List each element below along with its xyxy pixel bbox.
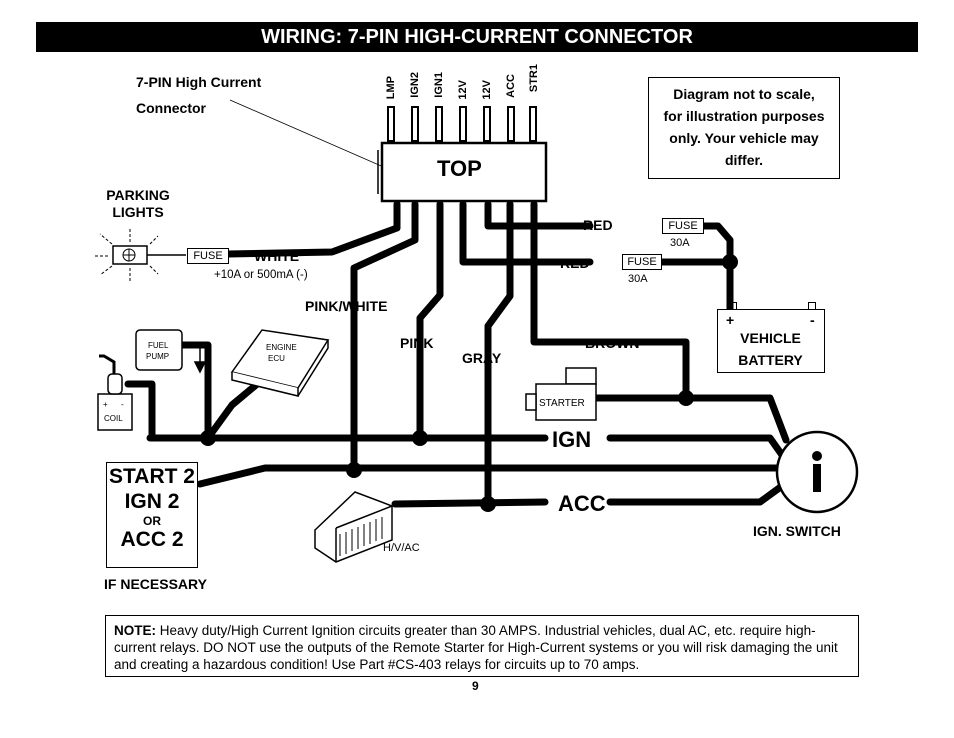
- coil-wire: [124, 380, 156, 442]
- pin-label-12v-1: 12V: [457, 80, 469, 100]
- acc-circuit-label: ACC: [558, 491, 606, 516]
- vehicle-battery: + - VEHICLE BATTERY: [717, 309, 825, 373]
- red-wire-label-1: RED: [583, 217, 613, 233]
- pink-white-wire-label: PINK/WHITE: [305, 298, 388, 314]
- connector-leader-line: [229, 99, 387, 169]
- white-wire-rating: +10A or 500mA (-): [214, 269, 308, 281]
- starter-label: STARTER: [539, 398, 585, 409]
- battery-line2: BATTERY: [738, 352, 803, 368]
- starter-wire: [592, 394, 790, 444]
- start-bus: [196, 464, 786, 488]
- fuse-to-battery-1: [698, 222, 734, 314]
- connector-top-label: TOP: [437, 156, 482, 181]
- disclaimer-line2: for illustration purposes: [663, 108, 825, 124]
- pin-label-12v-2: 12V: [481, 80, 493, 100]
- coil-icon: [97, 354, 133, 431]
- hvac-unit-icon: [314, 491, 393, 563]
- starter-icon: [525, 367, 597, 421]
- pin-label-ign1: IGN1: [433, 72, 445, 98]
- battery-fuse-1: FUSE: [662, 218, 704, 234]
- gray-wire-label: GRAY: [462, 350, 502, 366]
- ign-circuit-label: IGN: [552, 427, 592, 452]
- coil-plus: +: [103, 400, 108, 409]
- pin-label-ign2: IGN2: [409, 72, 421, 98]
- pink-wire-label: PINK: [400, 335, 434, 351]
- battery-plus: +: [726, 312, 735, 328]
- white-wire: [224, 200, 401, 258]
- note-text: Heavy duty/High Current Ignition circuit…: [114, 623, 838, 672]
- start-box-line3: OR: [143, 514, 161, 528]
- fuse-rating-2: 30A: [628, 273, 648, 285]
- battery-line1: VEHICLE: [740, 330, 801, 346]
- note-box: NOTE: Heavy duty/High Current Ignition c…: [105, 615, 859, 677]
- brown-wire-label: BROWN: [585, 335, 640, 351]
- hvac-label: H/V/AC: [383, 542, 420, 554]
- start-box-line1: START 2: [109, 465, 195, 488]
- red-wire-2: [484, 200, 594, 230]
- disclaimer-box: Diagram not to scale, for illustration p…: [648, 77, 840, 179]
- gray-wire: [484, 200, 514, 508]
- parking-lights-label: PARKING LIGHTS: [106, 187, 170, 220]
- ecu-label-2: ECU: [268, 354, 285, 363]
- start-ign-acc-box: START 2 IGN 2 OR ACC 2: [106, 462, 198, 568]
- ign-switch-label: IGN. SWITCH: [753, 523, 841, 539]
- fuel-pump-label-1: FUEL: [148, 341, 169, 350]
- fuel-pump-label-2: PUMP: [146, 352, 170, 361]
- start-box-line4: ACC 2: [120, 528, 184, 551]
- engine-ecu-icon: [230, 329, 330, 397]
- brown-wire: [530, 200, 690, 402]
- if-necessary-label: IF NECESSARY: [104, 576, 207, 592]
- connector-caption-line2: Connector: [136, 100, 206, 116]
- pink-white-wire: [350, 200, 419, 474]
- parking-lights-fuse: FUSE: [187, 248, 229, 264]
- page-title: WIRING: 7-PIN HIGH-CURRENT CONNECTOR: [36, 22, 918, 52]
- pin-label-lmp: LMP: [385, 76, 397, 100]
- fuel-pump-wire: [179, 341, 212, 442]
- battery-minus: -: [810, 312, 815, 328]
- acc-bus: [391, 498, 549, 508]
- disclaimer-line1: Diagram not to scale,: [673, 86, 815, 102]
- connector-pins: [387, 106, 537, 142]
- red-wire-label-2: RED: [560, 255, 590, 271]
- coil-label: COIL: [104, 414, 123, 423]
- red-wire-1: [459, 200, 594, 266]
- note-bold: NOTE:: [114, 623, 156, 638]
- coil-minus: -: [121, 400, 124, 409]
- pin-label-acc: ACC: [505, 74, 517, 98]
- pink-wire: [416, 200, 444, 442]
- parking-light-bulb-icon: [93, 228, 186, 282]
- ecu-label-1: ENGINE: [266, 343, 297, 352]
- ignition-switch-icon: [775, 430, 859, 514]
- connector-caption-line1: 7-PIN High Current: [136, 74, 262, 90]
- battery-fuse-2: FUSE: [622, 254, 662, 270]
- disclaimer-line3: only. Your vehicle may: [669, 130, 819, 146]
- pin-label-str1: STR1: [528, 64, 540, 93]
- disclaimer-line4: differ.: [724, 152, 764, 168]
- start-box-line2: IGN 2: [124, 490, 180, 513]
- page-number: 9: [472, 679, 479, 693]
- fuse-rating-1: 30A: [670, 237, 690, 249]
- white-wire-label: WHITE: [254, 248, 300, 264]
- fuel-pump-icon: [135, 329, 207, 374]
